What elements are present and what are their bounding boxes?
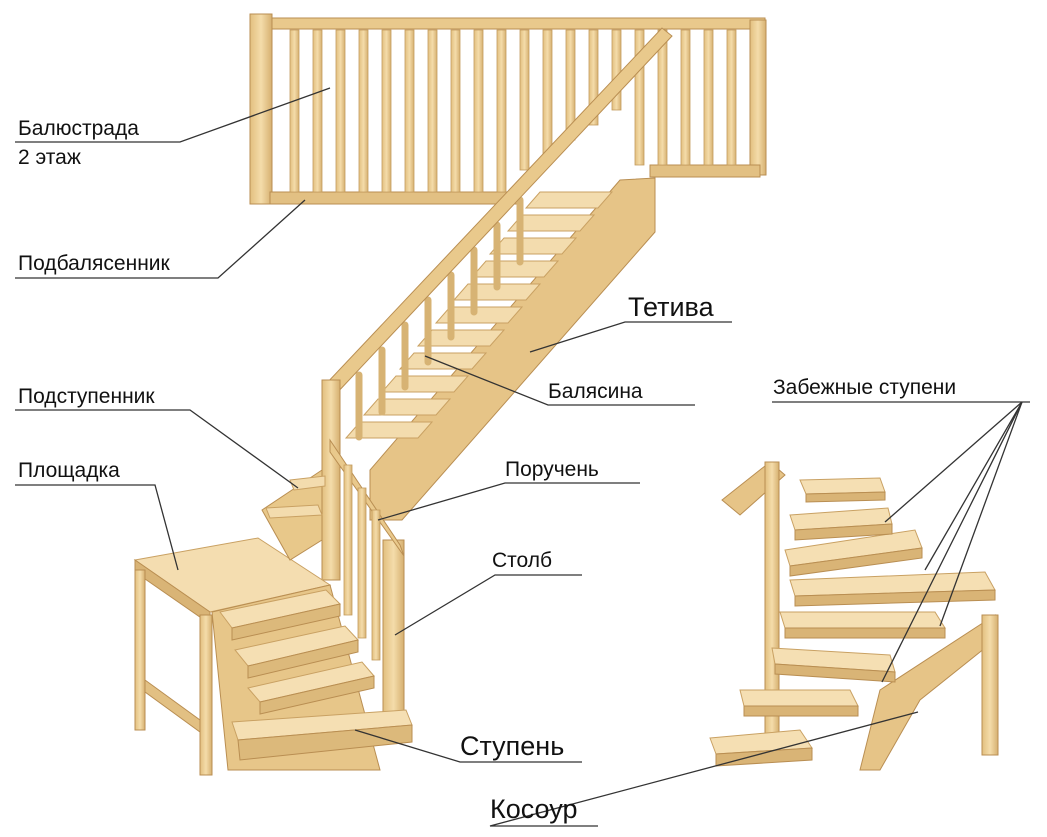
leader-handrail xyxy=(377,482,640,521)
leader-balustrade xyxy=(15,87,331,143)
label-baluster: Балясина xyxy=(548,380,643,403)
leader-baluster xyxy=(424,355,695,406)
label-post: Столб xyxy=(492,549,553,572)
winder-staircase xyxy=(709,461,999,771)
leader-winder-3 xyxy=(939,401,1023,627)
leader-winder-2 xyxy=(924,401,1023,571)
upper-flight-balusters xyxy=(355,196,524,441)
label-winder-steps: Забежные ступени xyxy=(773,376,957,399)
leader-sub-baluster xyxy=(15,199,306,279)
leader-landing xyxy=(15,484,179,571)
landing-platform xyxy=(133,537,332,776)
label-step: Ступень xyxy=(460,731,565,761)
label-landing: Площадка xyxy=(18,459,120,482)
upper-balustrade xyxy=(249,13,767,205)
leader-post xyxy=(394,574,582,636)
label-handrail: Поручень xyxy=(505,458,599,481)
newel-post-bottom xyxy=(382,539,405,721)
label-kosour: Косоур xyxy=(490,794,578,824)
leader-stringer xyxy=(529,321,732,353)
main-staircase xyxy=(133,13,767,776)
leader-winder-4 xyxy=(881,401,1023,683)
label-balustrade-floor: 2 этаж xyxy=(18,146,81,169)
upper-flight-stringer xyxy=(369,177,656,521)
leader-winder-1 xyxy=(884,401,1023,523)
label-riser: Подступенник xyxy=(18,385,155,408)
leader-riser xyxy=(15,409,299,489)
leader-step xyxy=(354,729,582,763)
leader-lines xyxy=(15,87,1030,827)
label-sub-baluster: Подбалясенник xyxy=(18,252,170,275)
bottom-flight-steps xyxy=(211,584,413,771)
label-stringer: Тетива xyxy=(628,292,714,322)
landing-riser-steps xyxy=(261,469,326,561)
label-balustrade: Балюстрада xyxy=(18,117,139,140)
leader-kosour xyxy=(489,711,919,827)
